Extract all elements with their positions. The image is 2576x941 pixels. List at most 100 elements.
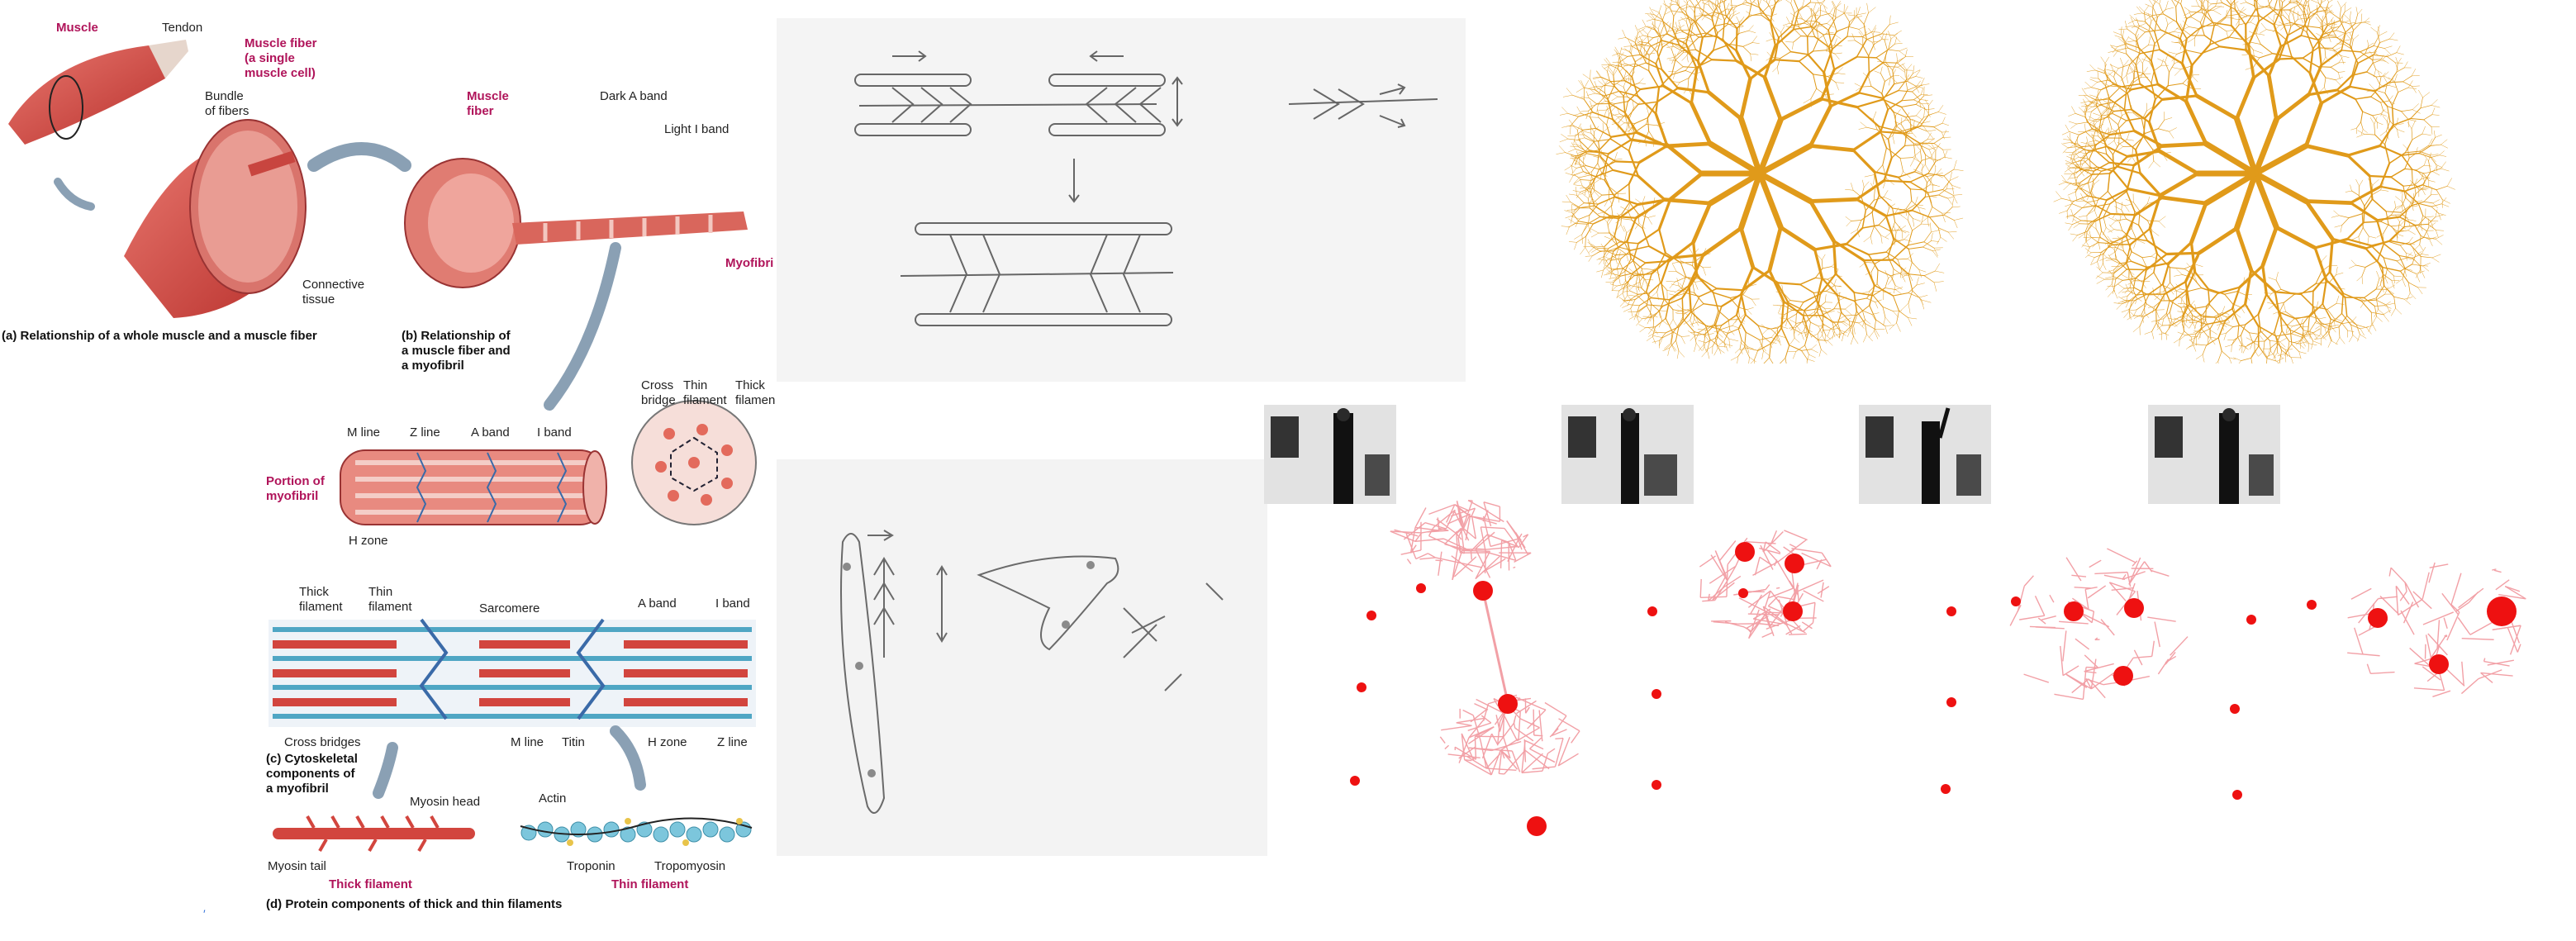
- control-node: [1416, 583, 1426, 593]
- video-frame-2: [1561, 405, 1694, 504]
- muscle-fiber-b: [405, 159, 748, 288]
- label-m-line-top: M line: [347, 425, 380, 440]
- caption-d: (d) Protein components of thick and thin…: [266, 897, 562, 911]
- caption-b-line1: (b) Relationship of: [402, 329, 511, 343]
- sketch-drawing-top: [777, 18, 1466, 382]
- mesh-panel-2: [1699, 530, 1956, 794]
- control-node: [1652, 780, 1661, 790]
- label-i-band-c: I band: [715, 596, 750, 611]
- label-thick-filament-top: Thick: [735, 378, 765, 392]
- cursor-icon: ′: [203, 907, 211, 919]
- muscle-anatomy-figure: Muscle Tendon Muscle fiber (a single mus…: [0, 0, 777, 937]
- branching-tree-right: [2054, 0, 2455, 364]
- control-node: [1527, 816, 1547, 836]
- label-a-band-c: A band: [638, 596, 677, 611]
- control-node: [1357, 682, 1366, 692]
- hub-node: [2429, 654, 2449, 674]
- hub-node: [2113, 666, 2133, 686]
- label-z-line-c: Z line: [717, 735, 748, 749]
- caption-b-line2: a muscle fiber and: [402, 344, 511, 358]
- label-h-zone-c: H zone: [648, 735, 687, 749]
- control-node: [1738, 588, 1748, 598]
- label-tropomyosin: Tropomyosin: [654, 859, 725, 873]
- label-sarcomere: Sarcomere: [479, 601, 539, 615]
- label-myofibril-portion: myofibril: [266, 489, 318, 503]
- label-tendon: Tendon: [162, 21, 202, 35]
- control-node: [2230, 704, 2240, 714]
- label-thin-filament-d: Thin filament: [611, 877, 688, 891]
- label-thin-filament-c-2: filament: [368, 600, 412, 614]
- branching-trees: [1537, 0, 2576, 364]
- branching-tree-left: [1557, 0, 1964, 364]
- control-node: [1946, 606, 1956, 616]
- hub-node: [1735, 542, 1755, 562]
- arrow-to-thin: [615, 731, 640, 785]
- label-a-band-top: A band: [471, 425, 510, 440]
- arrow-b-to-c: [549, 248, 615, 405]
- caption-c-line3: a myofibril: [266, 782, 329, 796]
- control-node: [1652, 689, 1661, 699]
- video-frame-1: [1264, 405, 1396, 504]
- control-node: [2011, 596, 2021, 606]
- sketch-drawing-bottom: [777, 459, 1267, 856]
- hand-sketch-bottom: [777, 459, 1267, 856]
- node-mesh-graphic: [1338, 496, 2576, 859]
- label-myofibril-b: Myofibri: [725, 256, 773, 270]
- label-thin-filament-c: Thin: [368, 585, 392, 599]
- label-z-line-top: Z line: [410, 425, 440, 440]
- label-cross-bridges-c: Cross bridges: [284, 735, 361, 749]
- mesh-panel-1: [1350, 501, 1661, 836]
- label-fiber-b: fiber: [467, 104, 494, 118]
- label-thick-filament-d: Thick filament: [329, 877, 412, 891]
- mesh-panel-4: [2307, 563, 2526, 696]
- label-muscle-fiber-title: Muscle fiber: [245, 36, 317, 50]
- label-tissue: tissue: [302, 292, 335, 307]
- hand-sketch-top: [777, 18, 1466, 382]
- video-frame-3: [1859, 405, 1991, 504]
- hub-node: [1785, 554, 1804, 573]
- label-thin-filament-top: Thin: [683, 378, 707, 392]
- label-bundle: Bundle: [205, 89, 244, 103]
- label-actin: Actin: [539, 791, 566, 806]
- label-thick-filament-c: Thick: [299, 585, 329, 599]
- label-thick-filament-c-2: filament: [299, 600, 343, 614]
- caption-a: (a) Relationship of a whole muscle and a…: [2, 329, 317, 343]
- arrow-a-to-b: [314, 149, 405, 165]
- caption-c-line2: components of: [266, 767, 355, 781]
- label-troponin: Troponin: [567, 859, 615, 873]
- hub-node: [1498, 694, 1518, 714]
- video-frame-4: [2148, 405, 2280, 504]
- label-muscle-fiber-sub1: (a single: [245, 51, 295, 65]
- hub-node: [2124, 598, 2144, 618]
- hub-node: [2368, 608, 2388, 628]
- control-node: [1941, 784, 1951, 794]
- label-thin-filament-top-2: filament: [683, 393, 727, 407]
- label-of-fibers: of fibers: [205, 104, 249, 118]
- myofibril-portion: [340, 450, 606, 525]
- label-m-line-c: M line: [511, 735, 544, 749]
- branching-tree-graphic: [1537, 0, 2576, 364]
- control-node: [1946, 697, 1956, 707]
- fascicle-section: [124, 120, 306, 318]
- thick-filament-model: [273, 816, 475, 851]
- label-myosin-head: Myosin head: [410, 795, 480, 809]
- label-cross-bridge: Cross: [641, 378, 673, 392]
- control-node: [2246, 615, 2256, 625]
- caption-b-line3: a myofibril: [402, 359, 464, 373]
- label-titin: Titin: [562, 735, 585, 749]
- label-muscle: Muscle: [56, 21, 98, 35]
- sarcomere-diagram: [269, 620, 756, 727]
- label-light-i-band: Light I band: [664, 122, 729, 136]
- node-mesh-visualizations: [1338, 496, 2576, 859]
- hub-node: [1783, 601, 1803, 621]
- label-portion-of: Portion of: [266, 474, 325, 488]
- control-node: [2232, 790, 2242, 800]
- label-myosin-tail: Myosin tail: [268, 859, 326, 873]
- label-h-zone-top: H zone: [349, 534, 388, 548]
- control-node: [1350, 776, 1360, 786]
- anatomy-illustration: [0, 0, 777, 937]
- label-cross-bridge-2: bridge: [641, 393, 676, 407]
- control-node: [1366, 611, 1376, 620]
- control-node: [2487, 596, 2517, 626]
- label-muscle-b: Muscle: [467, 89, 509, 103]
